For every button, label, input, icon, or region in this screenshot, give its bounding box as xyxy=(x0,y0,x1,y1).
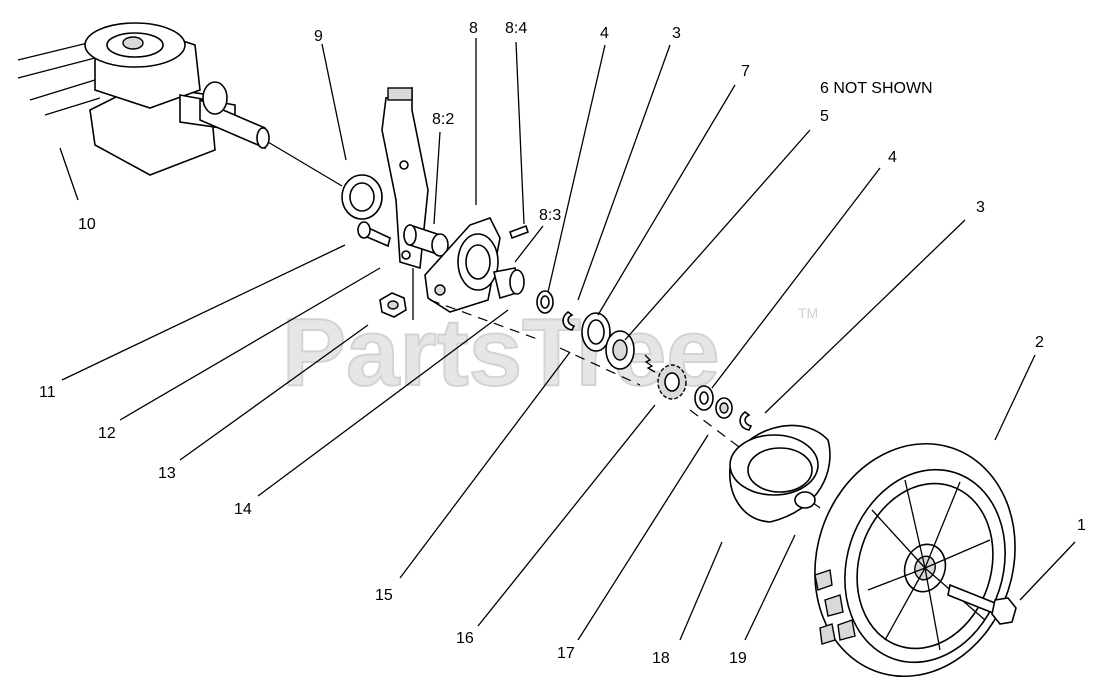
drive-gear-16 xyxy=(657,364,687,400)
bolt-11 xyxy=(357,221,391,248)
callout-5: 5 xyxy=(820,108,829,125)
bearing-ring-7 xyxy=(581,312,611,352)
callout-16: 16 xyxy=(456,630,474,647)
callout-4b: 4 xyxy=(888,149,897,166)
hub-cover-18 xyxy=(729,424,831,523)
callout-13: 13 xyxy=(158,465,176,482)
callout-labels: 1 2 3 3 4 4 5 7 8 8:2 8:3 8:4 9 10 11 12… xyxy=(39,20,1086,667)
callout-11: 11 xyxy=(39,384,56,401)
callout-3a: 3 xyxy=(672,25,681,42)
callout-9: 9 xyxy=(314,28,323,45)
callout-1: 1 xyxy=(1077,517,1086,534)
callout-10: 10 xyxy=(78,216,96,233)
callout-18: 18 xyxy=(652,650,670,667)
callout-4a: 4 xyxy=(600,25,609,42)
bearing-5 xyxy=(605,330,635,370)
callout-8-4: 8:4 xyxy=(505,20,527,37)
callout-8-2: 8:2 xyxy=(432,111,454,128)
washer-4-outer xyxy=(694,385,714,411)
wheel-bracket-8 xyxy=(424,217,530,313)
axle-centerline xyxy=(429,299,821,509)
pivot-bushing xyxy=(403,223,449,257)
note-not-shown: 6 NOT SHOWN xyxy=(820,80,933,97)
callout-15: 15 xyxy=(375,587,393,604)
axle-bolt-1 xyxy=(947,583,1017,625)
callout-3b: 3 xyxy=(976,199,985,216)
watermark-trademark: TM xyxy=(798,305,818,321)
callout-7: 7 xyxy=(741,63,750,80)
callout-12: 12 xyxy=(98,425,116,442)
retaining-ring-3-outer xyxy=(739,410,753,431)
spring-pin xyxy=(644,354,656,373)
watermark-text: PartsTree xyxy=(282,299,720,406)
callout-8-3: 8:3 xyxy=(539,207,561,224)
bushing-17 xyxy=(715,397,733,419)
callout-17: 17 xyxy=(557,645,575,662)
callout-19: 19 xyxy=(729,650,747,667)
retaining-ring-3-inner xyxy=(562,310,576,331)
seal-9 xyxy=(341,174,383,220)
height-adjust-bracket xyxy=(381,86,429,270)
leader-lines xyxy=(59,38,1076,641)
wheel-2 xyxy=(814,442,1016,678)
callout-14: 14 xyxy=(234,501,252,518)
callout-8: 8 xyxy=(469,20,478,37)
transmission-assembly xyxy=(17,22,270,176)
axle-leader-line xyxy=(267,141,343,187)
callout-2: 2 xyxy=(1035,334,1044,351)
nut-13 xyxy=(379,292,407,318)
washer-4-inner xyxy=(536,290,554,314)
spacer-14 xyxy=(493,267,525,300)
